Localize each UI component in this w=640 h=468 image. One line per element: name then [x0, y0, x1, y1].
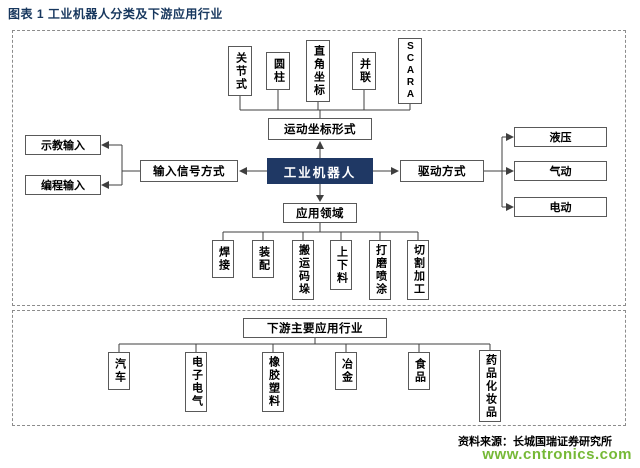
node-rubber-plastics: 橡胶塑料: [262, 352, 284, 412]
node-cutting-processing: 切割加工: [407, 240, 429, 300]
hub-motion-coordinate: 运动坐标形式: [268, 118, 372, 140]
center-industrial-robot: 工业机器人: [267, 158, 373, 184]
node-loading-unloading: 上下料: [330, 240, 352, 290]
downstream-panel: [12, 310, 626, 426]
node-teach-input: 示教输入: [25, 135, 101, 155]
node-hydraulic: 液压: [514, 127, 607, 147]
node-grinding-spraying: 打磨喷涂: [369, 240, 391, 300]
node-electric: 电动: [514, 197, 607, 217]
watermark-url: www.cntronics.com: [482, 446, 632, 463]
node-metallurgy: 冶金: [335, 352, 357, 390]
node-electronics: 电子电气: [185, 352, 207, 412]
node-welding: 焊接: [212, 240, 234, 278]
node-scara: SCARA: [398, 38, 422, 104]
node-assembly: 装配: [252, 240, 274, 278]
classification-panel: [12, 30, 626, 306]
node-automotive: 汽车: [108, 352, 130, 390]
source-note: 资料来源：长城国瑞证券研究所: [458, 436, 612, 448]
hub-input-signal: 输入信号方式: [140, 160, 238, 182]
node-cylindrical: 圆柱: [266, 52, 290, 90]
figure-title: 图表 1 工业机器人分类及下游应用行业: [8, 7, 223, 21]
node-program-input: 编程输入: [25, 175, 101, 195]
hub-drive-method: 驱动方式: [400, 160, 484, 182]
node-pneumatic: 气动: [514, 161, 607, 181]
node-handling-palletizing: 搬运码垛: [292, 240, 314, 300]
node-food: 食品: [408, 352, 430, 390]
hub-application-field: 应用领域: [283, 203, 357, 223]
hub-downstream-industries: 下游主要应用行业: [243, 318, 387, 338]
node-parallel: 并联: [352, 52, 376, 90]
node-pharma-cosmetics: 药品化妆品: [479, 350, 501, 422]
node-articulated: 关节式: [228, 46, 252, 96]
node-cartesian: 直角坐标: [306, 40, 330, 102]
